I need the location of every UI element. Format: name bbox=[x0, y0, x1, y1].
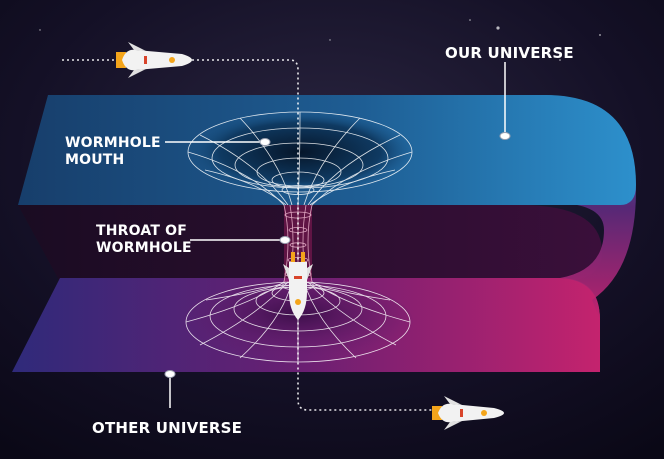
rocket-icon bbox=[116, 42, 192, 78]
callout-lines bbox=[165, 62, 506, 408]
label-wormhole-mouth-2: MOUTH bbox=[65, 152, 124, 168]
label-throat-1: THROAT OF bbox=[96, 223, 187, 239]
stars bbox=[39, 19, 601, 61]
callout-dots bbox=[164, 132, 511, 378]
inner-fold-band bbox=[18, 205, 603, 282]
rocket-icon bbox=[432, 396, 504, 430]
wormhole-mouth-grid bbox=[187, 111, 413, 206]
rocket-icon bbox=[283, 252, 313, 320]
label-wormhole-mouth-1: WORMHOLE bbox=[65, 135, 161, 151]
label-our-universe: OUR UNIVERSE bbox=[445, 44, 574, 62]
flight-path bbox=[62, 59, 450, 411]
label-throat-2: WORMHOLE bbox=[96, 240, 192, 256]
label-other-universe: OTHER UNIVERSE bbox=[92, 419, 242, 437]
